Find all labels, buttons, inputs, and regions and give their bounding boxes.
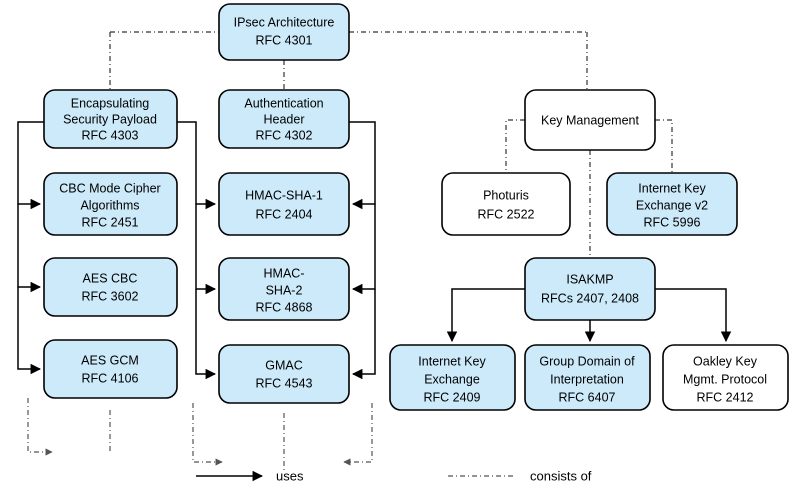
node-label-esp-0: Encapsulating — [71, 96, 150, 110]
node-label-aes-gcm-1: RFC 4106 — [82, 371, 139, 385]
node-label-cbc-1: Algorithms — [80, 198, 139, 212]
node-label-hmac1-1: RFC 2404 — [256, 207, 313, 221]
node-isakmp[interactable]: ISAKMP RFCs 2407, 2408 — [524, 257, 656, 321]
node-label-gmac-0: GMAC — [265, 358, 303, 372]
link-ah-uses-gmac — [351, 289, 376, 380]
node-key-management[interactable]: Key Management — [524, 89, 656, 151]
link-esp-uses-aes-cbc — [17, 204, 42, 293]
node-label-ike-0: Internet Key — [418, 354, 486, 368]
node-label-oakley-2: RFC 2412 — [697, 390, 754, 404]
node-box-gdoi[interactable] — [524, 344, 651, 411]
node-label-aes-cbc-1: RFC 3602 — [82, 289, 139, 303]
node-label-hmac1-0: HMAC-SHA-1 — [245, 188, 323, 202]
node-hmac-sha-2[interactable]: HMAC- SHA-2 RFC 4868 — [218, 257, 350, 321]
link-esp-uses-gmac — [195, 289, 217, 380]
node-aes-cbc[interactable]: AES CBC RFC 3602 — [43, 257, 178, 317]
node-auth-header[interactable]: Authentication Header RFC 4302 — [218, 89, 350, 149]
node-box-auth-header[interactable] — [218, 89, 350, 149]
node-label-photuris-1: RFC 2522 — [478, 207, 535, 221]
node-cbc-mode-cipher[interactable]: CBC Mode Cipher Algorithms RFC 2451 — [43, 172, 178, 236]
node-label-photuris-0: Photuris — [483, 188, 529, 202]
node-label-cbc-0: CBC Mode Cipher — [59, 181, 160, 195]
node-aes-gcm[interactable]: AES GCM RFC 4106 — [43, 339, 178, 399]
node-label-ikev2-2: RFC 5996 — [644, 215, 701, 229]
node-label-oakley-1: Mgmt. Protocol — [683, 372, 767, 386]
node-label-isakmp-0: ISAKMP — [566, 272, 613, 286]
node-label-ah-0: Authentication — [244, 96, 323, 110]
consists-of-links — [27, 31, 673, 472]
node-box-esp[interactable] — [43, 89, 178, 149]
node-label-hmac2-0: HMAC- — [264, 266, 305, 280]
node-label-ike-2: RFC 2409 — [424, 390, 481, 404]
uses-links — [17, 121, 732, 380]
node-box-isakmp[interactable] — [524, 257, 656, 321]
node-box-ikev2[interactable] — [606, 172, 738, 236]
node-label-ipsec-architecture-0: IPsec Architecture — [234, 15, 335, 29]
node-label-ipsec-architecture-1: RFC 4301 — [256, 33, 313, 47]
node-label-oakley-0: Oakley Key — [693, 354, 758, 368]
link-km-to-ikev2 — [655, 119, 673, 173]
link-esp-uses-aes-gcm — [17, 287, 42, 375]
link-km-to-photuris — [505, 119, 525, 173]
node-box-aes-gcm[interactable] — [43, 339, 178, 399]
link-ah-uses-hmac-sha-2 — [351, 204, 376, 295]
node-box-gmac[interactable] — [218, 344, 350, 404]
node-photuris[interactable]: Photuris RFC 2522 — [441, 172, 571, 236]
legend-consists-of-label: consists of — [530, 468, 592, 483]
node-label-gdoi-0: Group Domain of — [539, 354, 635, 368]
link-ah-right-more — [343, 403, 373, 466]
node-label-gmac-1: RFC 4543 — [256, 376, 313, 390]
node-hmac-sha-1[interactable]: HMAC-SHA-1 RFC 2404 — [218, 172, 350, 236]
node-label-ikev2-1: Exchange v2 — [636, 198, 708, 212]
link-ah-uses-hmac-sha-1 — [349, 121, 376, 210]
node-box-ipsec-architecture[interactable] — [218, 3, 350, 61]
node-box-cbc-mode-cipher[interactable] — [43, 172, 178, 236]
node-label-ah-1: Header — [264, 112, 305, 126]
node-label-hmac2-2: RFC 4868 — [256, 300, 313, 314]
node-ike[interactable]: Internet Key Exchange RFC 2409 — [389, 344, 516, 411]
link-isakmp-uses-ike — [446, 288, 525, 343]
legend-uses-label: uses — [276, 468, 304, 483]
link-ah-more-algorithms — [192, 403, 223, 466]
node-oakley[interactable]: Oakley Key Mgmt. Protocol RFC 2412 — [662, 344, 789, 411]
node-label-ike-1: Exchange — [424, 372, 480, 386]
link-esp-uses-hmac-sha-1 — [177, 121, 217, 210]
node-box-photuris[interactable] — [441, 172, 571, 236]
node-esp[interactable]: Encapsulating Security Payload RFC 4303 — [43, 89, 178, 149]
node-box-aes-cbc[interactable] — [43, 257, 178, 317]
link-esp-more-algorithms — [27, 398, 53, 456]
node-ipsec-architecture[interactable]: IPsec Architecture RFC 4301 — [218, 3, 350, 61]
node-label-cbc-2: RFC 2451 — [82, 215, 139, 229]
node-label-aes-gcm-0: AES GCM — [81, 353, 139, 367]
node-ikev2[interactable]: Internet Key Exchange v2 RFC 5996 — [606, 172, 738, 236]
node-gmac[interactable]: GMAC RFC 4543 — [218, 344, 350, 404]
node-box-key-management[interactable] — [524, 89, 656, 151]
legend: uses consists of — [196, 468, 592, 483]
link-esp-uses-hmac-sha-2 — [195, 204, 217, 295]
node-label-gdoi-1: Interpretation — [550, 372, 624, 386]
node-gdoi[interactable]: Group Domain of Interpretation RFC 6407 — [524, 344, 651, 411]
link-esp-uses-cbc — [17, 121, 44, 210]
node-label-gdoi-2: RFC 6407 — [559, 390, 616, 404]
node-label-hmac2-1: SHA-2 — [266, 283, 303, 297]
node-label-esp-2: RFC 4303 — [82, 128, 139, 142]
node-label-key-management-0: Key Management — [541, 113, 640, 127]
node-label-esp-1: Security Payload — [63, 112, 157, 126]
node-label-aes-cbc-0: AES CBC — [83, 271, 138, 285]
link-isakmp-uses-oakley — [655, 288, 732, 343]
node-label-ikev2-0: Internet Key — [638, 181, 706, 195]
node-box-oakley[interactable] — [662, 344, 789, 411]
node-box-hmac-sha-1[interactable] — [218, 172, 350, 236]
node-box-ike[interactable] — [389, 344, 516, 411]
node-box-hmac-sha-2[interactable] — [218, 257, 350, 321]
node-label-isakmp-1: RFCs 2407, 2408 — [541, 291, 639, 305]
node-label-ah-2: RFC 4302 — [256, 128, 313, 142]
